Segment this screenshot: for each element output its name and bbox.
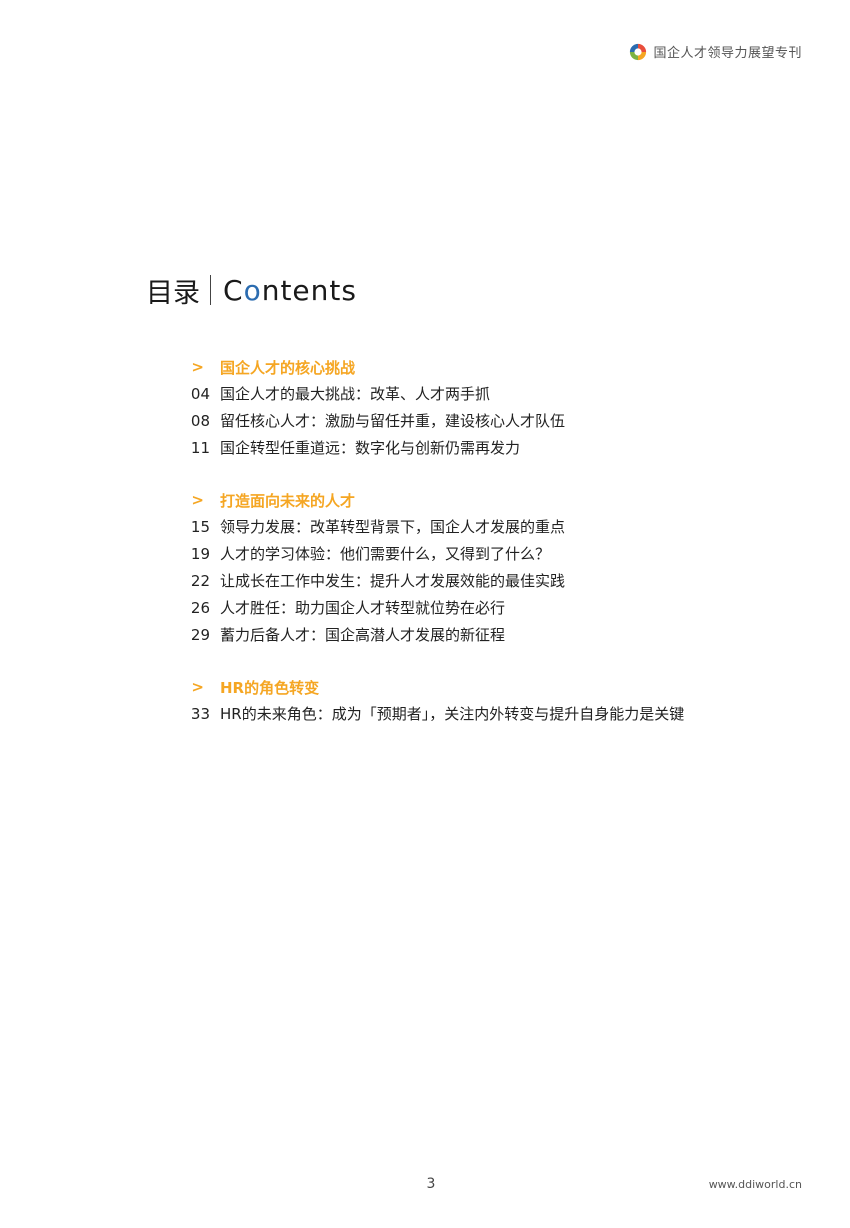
entry-page-number: 33 <box>190 704 210 723</box>
toc-section: > 国企人才的核心挑战 04 国企人才的最大挑战：改革、人才两手抓 08 留任核… <box>180 354 820 461</box>
heading-chinese: 目录 <box>146 277 200 309</box>
toc-entry[interactable]: 22 让成长在工作中发生：提升人才发展效能的最佳实践 <box>180 567 820 594</box>
entry-page-number: 22 <box>190 571 210 590</box>
entry-title: 国企转型任重道远：数字化与创新仍需再发力 <box>220 439 521 457</box>
chevron-right-icon: > <box>191 678 204 696</box>
entry-title: HR的未来角色：成为「预期者」，关注内外转变与提升自身能力是关键 <box>220 705 685 723</box>
page-number: 3 <box>426 1176 436 1192</box>
toc-entry[interactable]: 15 领导力发展：改革转型背景下，国企人才发展的重点 <box>180 513 820 540</box>
toc-entry[interactable]: 19 人才的学习体验：他们需要什么，又得到了什么？ <box>180 540 820 567</box>
entry-title: 领导力发展：改革转型背景下，国企人才发展的重点 <box>220 518 566 536</box>
entry-page-number: 19 <box>190 544 210 563</box>
toc-entry[interactable]: 33 HR的未来角色：成为「预期者」，关注内外转变与提升自身能力是关键 <box>180 700 820 727</box>
heading-english-accent: o <box>243 273 262 307</box>
entry-title: 让成长在工作中发生：提升人才发展效能的最佳实践 <box>220 572 566 590</box>
ddi-logo-icon <box>630 43 647 60</box>
entry-title: 留任核心人才：激励与留任并重，建设核心人才队伍 <box>220 412 566 430</box>
entry-title: 国企人才的最大挑战：改革、人才两手抓 <box>220 385 491 403</box>
entry-page-number: 26 <box>190 598 210 617</box>
heading-english-part2: ntents <box>261 273 357 307</box>
entry-title: 人才胜任：助力国企人才转型就位势在必行 <box>220 599 506 617</box>
section-header[interactable]: > 国企人才的核心挑战 <box>180 354 820 380</box>
toc-entry[interactable]: 26 人才胜任：助力国企人才转型就位势在必行 <box>180 594 820 621</box>
toc-entry[interactable]: 08 留任核心人才：激励与留任并重，建设核心人才队伍 <box>180 407 820 434</box>
section-title: HR的角色转变 <box>220 678 320 697</box>
chevron-right-icon: > <box>191 491 204 509</box>
heading-english: Contents <box>223 274 357 307</box>
entry-page-number: 11 <box>190 438 210 457</box>
section-title: 打造面向未来的人才 <box>220 491 356 510</box>
toc-section: > 打造面向未来的人才 15 领导力发展：改革转型背景下，国企人才发展的重点 1… <box>180 487 820 648</box>
section-header[interactable]: > 打造面向未来的人才 <box>180 487 820 513</box>
table-of-contents: > 国企人才的核心挑战 04 国企人才的最大挑战：改革、人才两手抓 08 留任核… <box>180 354 820 753</box>
toc-entry[interactable]: 11 国企转型任重道远：数字化与创新仍需再发力 <box>180 434 820 461</box>
entry-page-number: 29 <box>190 625 210 644</box>
toc-section: > HR的角色转变 33 HR的未来角色：成为「预期者」，关注内外转变与提升自身… <box>180 674 820 727</box>
footer-url[interactable]: www.ddiworld.cn <box>708 1178 802 1191</box>
heading-english-part1: C <box>223 273 244 307</box>
entry-title: 人才的学习体验：他们需要什么，又得到了什么？ <box>220 545 551 563</box>
chevron-right-icon: > <box>191 358 204 376</box>
entry-page-number: 04 <box>190 384 210 403</box>
entry-page-number: 08 <box>190 411 210 430</box>
entry-title: 蓄力后备人才：国企高潜人才发展的新征程 <box>220 626 506 644</box>
entry-page-number: 15 <box>190 517 210 536</box>
heading-divider <box>210 275 211 305</box>
toc-entry[interactable]: 29 蓄力后备人才：国企高潜人才发展的新征程 <box>180 621 820 648</box>
section-header[interactable]: > HR的角色转变 <box>180 674 820 700</box>
page-header: 国企人才领导力展望专刊 <box>629 42 802 61</box>
section-title: 国企人才的核心挑战 <box>220 358 356 377</box>
publication-title: 国企人才领导力展望专刊 <box>653 46 802 61</box>
contents-heading: 目录 Contents <box>146 270 357 310</box>
toc-entry[interactable]: 04 国企人才的最大挑战：改革、人才两手抓 <box>180 380 820 407</box>
